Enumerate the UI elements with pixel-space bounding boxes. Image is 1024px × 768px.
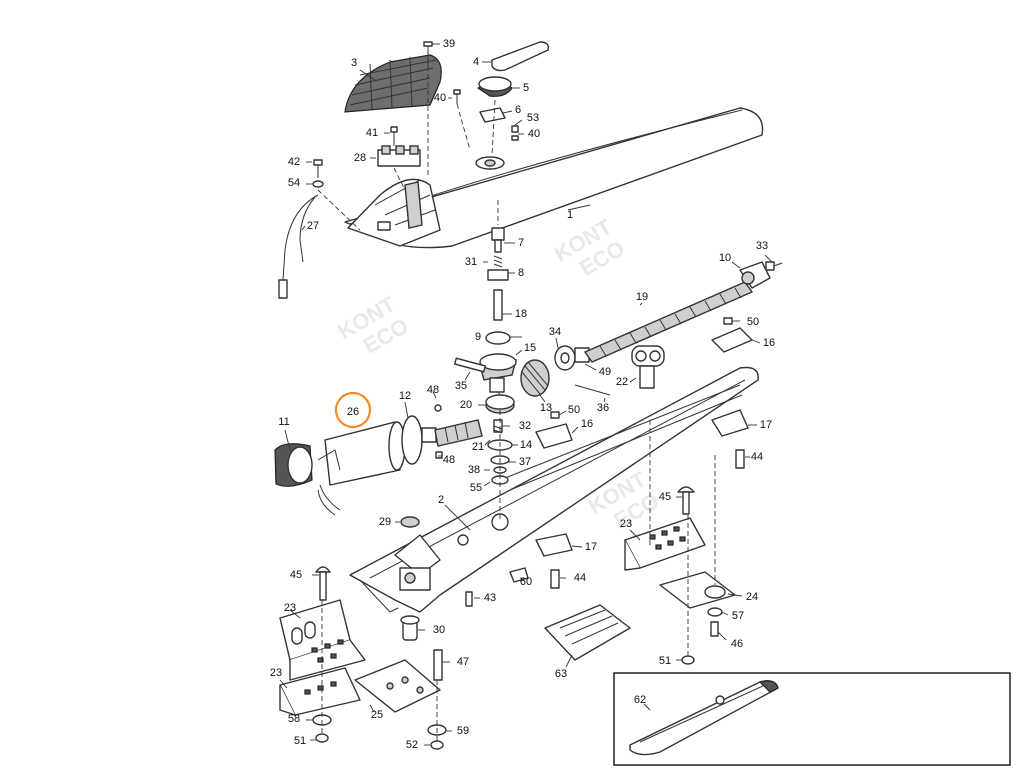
callout-label: 31 (465, 256, 477, 268)
callout-label: 5 (523, 82, 529, 94)
callout-label: 28 (354, 152, 366, 164)
upper-cover-part (344, 107, 764, 249)
callout-label: 6 (515, 104, 521, 116)
fork-bracket-part (631, 345, 665, 389)
callout-label: 44 (574, 572, 586, 584)
callout-label: 24 (746, 591, 758, 603)
callout-label: 17 (760, 419, 772, 431)
rear-bracket-right (624, 517, 736, 665)
callout-label: 44 (751, 451, 763, 463)
callout-label: 26 (347, 406, 359, 418)
callout-label: 46 (731, 638, 743, 650)
callout-label: 45 (659, 491, 671, 503)
callout-label: 51 (659, 655, 671, 667)
release-lever-part (476, 41, 550, 123)
output-shaft-stack (479, 227, 517, 414)
callout-label: 25 (371, 709, 383, 721)
callout-label: 57 (732, 610, 744, 622)
callout-label: 12 (399, 390, 411, 402)
terminal-block-part (377, 126, 421, 167)
callout-label: 33 (756, 240, 768, 252)
callout-label: 55 (470, 482, 482, 494)
nut-part (739, 261, 783, 289)
main-rail-part (349, 366, 759, 613)
callout-label: 40 (528, 128, 540, 140)
callout-label: 11 (278, 416, 289, 428)
callout-label: 39 (443, 38, 455, 50)
watermark: KONT ECO (550, 214, 629, 281)
callout-label: 48 (427, 384, 439, 396)
callout-label: 16 (581, 418, 593, 430)
callout-label: 18 (515, 308, 527, 320)
callout-label: 10 (719, 252, 731, 264)
callout-label: 38 (468, 464, 480, 476)
callout-label: 23 (270, 667, 282, 679)
callout-label: 20 (460, 399, 472, 411)
callout-label: 17 (585, 541, 597, 553)
callout-label: 16 (763, 337, 775, 349)
callout-label: 47 (457, 656, 469, 668)
callout-label: 45 (290, 569, 302, 581)
callout-label: 21 (472, 441, 484, 453)
worm-screw-part (583, 281, 754, 363)
callout-label: 36 (597, 402, 609, 414)
callout-label: 52 (406, 739, 418, 751)
callout-label: 58 (288, 713, 300, 725)
callout-label: 32 (519, 420, 531, 432)
highlight-ring (334, 391, 372, 429)
callout-label: 37 (519, 456, 531, 468)
callout-label: 50 (747, 316, 759, 328)
motor-part (274, 415, 483, 516)
callout-label: 35 (455, 380, 467, 392)
inset-assembled-view (613, 672, 1011, 766)
callout-label: 49 (599, 366, 611, 378)
callout-label: 22 (616, 376, 628, 388)
end-cap-part (344, 54, 442, 113)
callout-label: 19 (636, 291, 648, 303)
earth-cable-part (278, 159, 324, 299)
stop-plate-part (535, 317, 753, 557)
callout-label: 8 (518, 267, 524, 279)
callout-label: 50 (568, 404, 580, 416)
callout-label: 9 (475, 331, 481, 343)
callout-label: 48 (443, 454, 455, 466)
callout-label: 4 (473, 56, 479, 68)
callout-label: 3 (351, 57, 357, 69)
callout-label: 23 (620, 518, 632, 530)
manual-part (509, 567, 631, 661)
callout-label: 63 (555, 668, 567, 680)
callout-label: 62 (634, 694, 646, 706)
callout-label: 15 (524, 342, 536, 354)
callout-label: 34 (549, 326, 561, 338)
callout-label: 51 (294, 735, 306, 747)
callout-label: 60 (520, 576, 532, 588)
screw-part (453, 89, 519, 141)
fixing-screws (400, 449, 745, 641)
callouts: 1 2 3 4 5 6 7 8 9 10 11 12 13 14 15 16 1 (270, 38, 775, 751)
callout-label: 59 (457, 725, 469, 737)
pin-part (454, 357, 486, 373)
callout-label: 41 (366, 127, 378, 139)
callout-label: 13 (540, 402, 552, 414)
callout-label: 43 (484, 592, 496, 604)
callout-label: 2 (438, 494, 444, 506)
rear-bracket-left (279, 566, 447, 750)
callout-label: 54 (288, 177, 300, 189)
watermark: KONT ECO (333, 291, 412, 358)
callout-label: 1 (567, 209, 573, 221)
callout-label: 40 (434, 92, 446, 104)
callout-label: 30 (433, 624, 445, 636)
callout-label: 27 (307, 220, 319, 232)
callout-label: 23 (284, 602, 296, 614)
callout-label: 14 (520, 439, 532, 451)
callout-label: 42 (288, 156, 300, 168)
callout-label: 53 (527, 112, 539, 124)
callout-label: 29 (379, 516, 391, 528)
callout-label: 7 (518, 237, 524, 249)
